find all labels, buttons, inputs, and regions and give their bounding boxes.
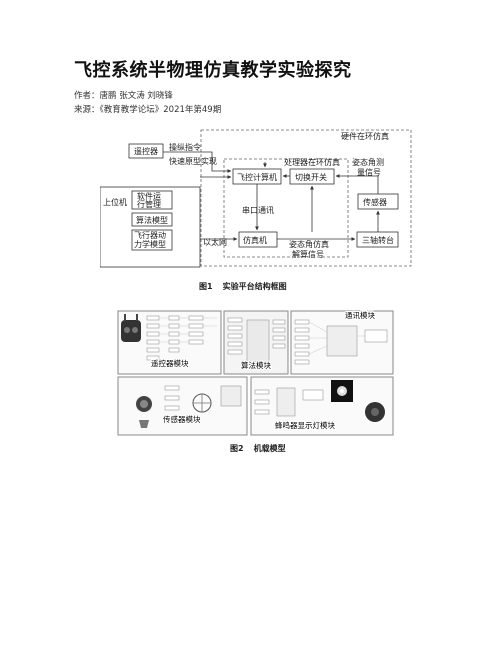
comm-module-panel: 通讯模块 <box>290 309 394 375</box>
article-authors: 作者：唐鹏 张文涛 刘晓锋 <box>74 91 173 101</box>
algorithm-module-panel: 算法模块 <box>223 310 289 375</box>
figure-2-diagram: 遥控器模块 算法模块 <box>117 309 394 436</box>
aircraft-model-label-1: 飞行器动 <box>134 230 166 240</box>
algo-model-label: 算法模型 <box>136 215 168 225</box>
buzzer-module-panel: 蜂鸣器显示灯模块 <box>250 376 394 436</box>
switch-box <box>289 168 335 185</box>
remote-module-label: 遥控器模块 <box>151 358 189 368</box>
simulator-box <box>238 231 278 248</box>
serial-label: 串口通讯 <box>242 205 274 215</box>
comm-module-label: 通讯模块 <box>345 310 375 320</box>
figure-1-svg: 硬件在环仿真 遥控器 操纵指令 快速原型实现 处理器在环仿真 姿态角测 量信号 … <box>99 129 412 268</box>
sw-ops-box <box>131 190 173 210</box>
manual-cmd-label: 操纵指令 <box>169 142 201 152</box>
rapid-proto-label: 快速原型实现 <box>169 156 217 166</box>
aircraft-model-label-2: 力学模型 <box>134 239 166 249</box>
attitude-meas-label-2: 量信号 <box>357 167 381 177</box>
ethernet-label: 以太网 <box>203 237 227 247</box>
aircraft-model-box <box>131 229 173 251</box>
sensor-module-panel: 传感器模块 <box>117 376 248 436</box>
figure-1-caption: 图1 实验平台结构框图 <box>199 281 287 292</box>
article-title: 飞控系统半物理仿真教学实验探究 <box>74 60 352 81</box>
figure-1-number: 图1 <box>199 282 213 291</box>
processor-hil-boundary <box>223 158 349 258</box>
flight-computer-label: 飞控计算机 <box>237 172 277 182</box>
article-source: 来源：《教育教学论坛》2021年第49期 <box>74 105 222 115</box>
algo-model-box <box>131 212 173 227</box>
host-label: 上位机 <box>103 197 127 207</box>
algorithm-module-label: 算法模块 <box>241 360 271 370</box>
sw-ops-label-1: 软件运 <box>137 191 161 201</box>
attitude-meas-label-1: 姿态角测 <box>352 157 384 167</box>
figure-2-number: 图2 <box>230 444 244 453</box>
sensor-to-switch-arrow <box>335 174 379 194</box>
switch-label: 切换开关 <box>295 172 327 182</box>
figure-2-caption-text: 机载模型 <box>253 444 286 453</box>
simulator-label: 仿真机 <box>243 235 267 245</box>
remote-box <box>128 143 164 159</box>
hil-boundary <box>200 129 412 267</box>
attitude-sim-label-1: 姿态角仿真 <box>289 239 329 249</box>
turntable-label: 三轴转台 <box>362 235 394 245</box>
hil-label: 硬件在环仿真 <box>341 131 389 141</box>
attitude-sim-label-2: 解算信号 <box>292 249 324 259</box>
remote-label: 遥控器 <box>134 146 158 156</box>
buzzer-module-label: 蜂鸣器显示灯模块 <box>275 420 335 430</box>
figure-2-svg: 遥控器模块 算法模块 <box>117 309 394 436</box>
figure-1-caption-text: 实验平台结构框图 <box>222 282 287 291</box>
figure-1-diagram: 硬件在环仿真 遥控器 操纵指令 快速原型实现 处理器在环仿真 姿态角测 量信号 … <box>99 121 416 273</box>
remote-module-panel: 遥控器模块 <box>117 310 222 375</box>
turntable-box <box>356 231 399 248</box>
processor-hil-label: 处理器在环仿真 <box>284 157 340 167</box>
sw-ops-label-2: 行管理 <box>137 199 161 209</box>
remote-to-fc-arrow <box>163 151 232 173</box>
sensor-label: 传感器 <box>363 197 387 207</box>
sensor-module-label: 传感器模块 <box>163 414 201 424</box>
figure-2-caption: 图2 机载模型 <box>230 443 286 454</box>
